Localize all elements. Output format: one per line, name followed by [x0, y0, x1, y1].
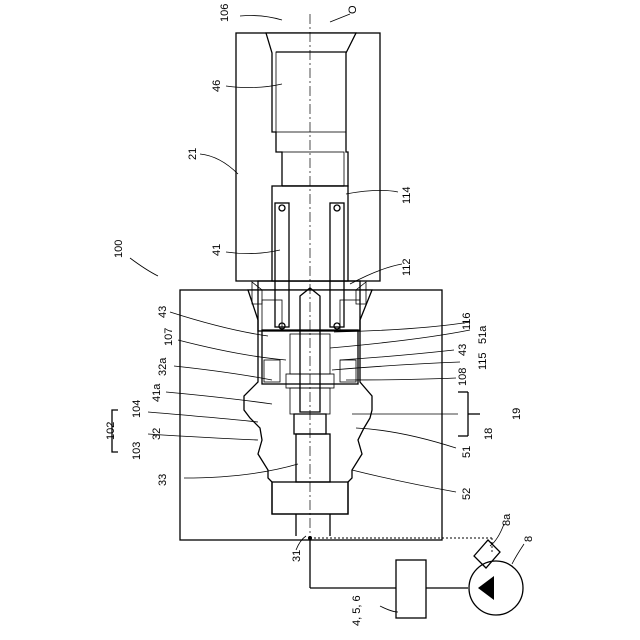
label-33: 33	[157, 474, 169, 486]
label-100: 100	[113, 240, 125, 258]
label-19: 19	[511, 408, 523, 420]
label-51a: 51a	[477, 325, 489, 344]
label-43-upper: 43	[157, 306, 169, 318]
label-114: 114	[401, 186, 413, 204]
label-8: 8	[523, 536, 535, 542]
label-o: O	[347, 5, 359, 14]
lower-housing-block	[180, 290, 442, 540]
label-43-lower: 43	[457, 344, 469, 356]
label-8a: 8a	[501, 513, 513, 526]
upper-valve-block	[236, 33, 380, 281]
label-115: 115	[477, 352, 489, 370]
label-103: 103	[131, 442, 143, 460]
label-4-5-6: 4, 5, 6	[351, 595, 363, 626]
hydraulic-circuit	[308, 536, 523, 618]
label-107: 107	[163, 328, 175, 346]
pump-arrow-icon	[478, 576, 494, 600]
label-116: 116	[461, 312, 473, 330]
label-32: 32	[151, 428, 163, 440]
label-41a: 41a	[151, 383, 163, 402]
label-52: 52	[461, 488, 473, 500]
pump-8	[469, 561, 523, 615]
label-46: 46	[211, 80, 223, 92]
label-102: 102	[105, 422, 117, 440]
label-32a: 32a	[157, 357, 169, 376]
label-104: 104	[131, 400, 143, 418]
label-21: 21	[187, 148, 199, 160]
label-18: 18	[483, 428, 495, 440]
label-108: 108	[457, 368, 469, 386]
label-41: 41	[211, 244, 223, 256]
label-106: 106	[219, 4, 231, 22]
label-112: 112	[401, 258, 413, 276]
motor-8a	[474, 540, 500, 568]
controller-box	[396, 560, 426, 618]
label-51: 51	[461, 446, 473, 458]
label-31: 31	[291, 550, 303, 562]
